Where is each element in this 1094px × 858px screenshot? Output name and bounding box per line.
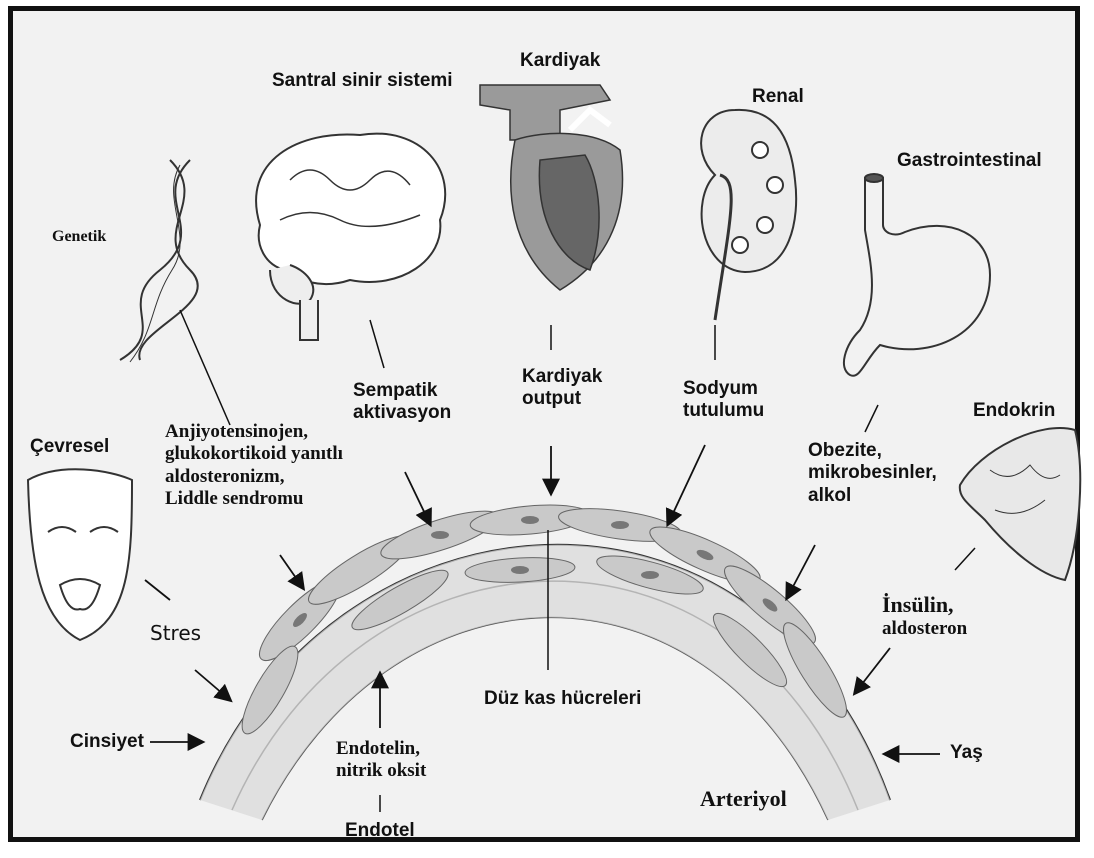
genetik-factor-line-2: glukokortikoid yanıtlı <box>165 443 343 465</box>
dna-helix-icon <box>120 160 198 362</box>
label-gastrointestinal: Gastrointestinal <box>897 150 1042 172</box>
label-cinsiyet: Cinsiyet <box>70 731 144 753</box>
label-sempatik-aktivasyon: Sempatik aktivasyon <box>353 380 451 425</box>
adrenal-gland-icon <box>960 428 1080 580</box>
sempatik-line-1: Sempatik <box>353 380 451 402</box>
label-arteriyol: Arteriyol <box>700 786 787 812</box>
kardiyak-output-line-2: output <box>522 388 602 410</box>
label-sodyum-tutulumu: Sodyum tutulumu <box>683 378 764 423</box>
mask-icon <box>28 469 132 640</box>
label-endotel: Endotel <box>345 820 415 842</box>
label-endokrin: Endokrin <box>973 400 1055 422</box>
sodyum-line-1: Sodyum <box>683 378 764 400</box>
label-santral-sinir-sistemi: Santral sinir sistemi <box>272 70 453 92</box>
label-genetik: Genetik <box>52 228 106 247</box>
obezite-line-3: alkol <box>808 485 937 507</box>
endotelin-line-2: nitrik oksit <box>336 760 426 782</box>
label-cevresel: Çevresel <box>30 436 109 458</box>
label-anjiyotensinojen: Anjiyotensinojen, glukokortikoid yanıtlı… <box>165 421 343 511</box>
label-renal: Renal <box>752 86 804 108</box>
genetik-factor-line-3: aldosteronizm, <box>165 466 343 488</box>
kidney-icon <box>701 110 796 320</box>
genetik-factor-line-4: Liddle sendromu <box>165 488 343 510</box>
kardiyak-output-line-1: Kardiyak <box>522 366 602 388</box>
label-duz-kas-hucreleri: Düz kas hücreleri <box>484 688 641 710</box>
insulin-line-2: aldosteron <box>882 618 967 640</box>
obezite-line-1: Obezite, <box>808 440 937 462</box>
obezite-line-2: mikrobesinler, <box>808 462 937 484</box>
label-obezite: Obezite, mikrobesinler, alkol <box>808 440 937 507</box>
sodyum-line-2: tutulumu <box>683 400 764 422</box>
label-yas: Yaş <box>950 742 983 764</box>
stomach-icon <box>844 174 990 376</box>
label-insulin-aldosteron: İnsülin, aldosteron <box>882 592 967 640</box>
label-kardiyak-output: Kardiyak output <box>522 366 602 411</box>
label-endotelin: Endotelin, nitrik oksit <box>336 738 426 783</box>
label-kardiyak: Kardiyak <box>520 50 600 72</box>
label-stres: Stres <box>150 622 201 646</box>
genetik-factor-line-1: Anjiyotensinojen, <box>165 421 343 443</box>
brain-icon <box>256 134 445 340</box>
endotelin-line-1: Endotelin, <box>336 738 426 760</box>
insulin-line-1: İnsülin, <box>882 592 967 618</box>
sempatik-line-2: aktivasyon <box>353 402 451 424</box>
heart-icon <box>480 85 623 290</box>
